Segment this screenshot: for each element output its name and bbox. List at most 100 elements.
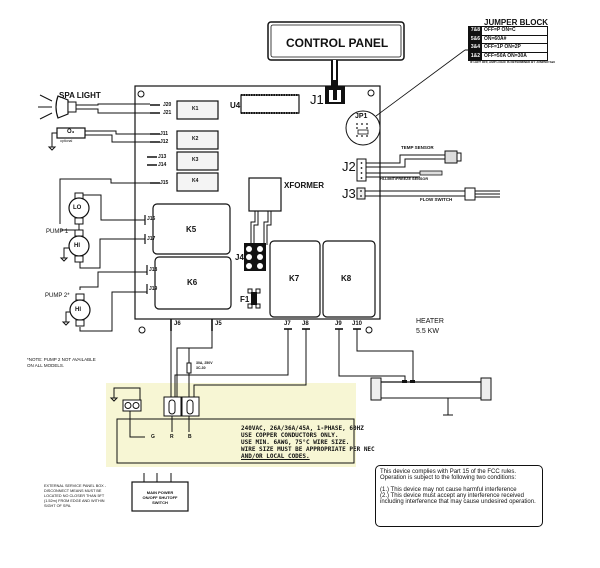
relay-k3 (176, 151, 219, 171)
k5-label: K5 (186, 225, 197, 234)
k8-label: K8 (341, 274, 352, 283)
j14-label: J14 (158, 162, 167, 168)
hilimit-sensor (419, 170, 443, 176)
k4-label: K4 (192, 178, 199, 184)
relay-k8 (322, 240, 376, 318)
temp-sensor-label: TEMP SENSOR (401, 145, 434, 150)
j13-label: J13 (158, 154, 167, 160)
spa-light (38, 94, 77, 120)
j2-connector (356, 158, 367, 182)
flow-switch-label: FLOW SWITCH (420, 197, 453, 202)
note-line: SIGHT OF SPA. (44, 504, 72, 508)
note-line: DISCONNECT MEANS MUST BE (44, 489, 102, 493)
xformer-box (248, 177, 282, 212)
wiring-spec: 240VAC, 26A/36A/45A, 1-PHASE, 60HZ USE C… (241, 425, 375, 460)
flow-switch (464, 187, 476, 201)
spec-line: WIRE SIZE MUST BE APPROPRIATE PER NEC (241, 446, 375, 453)
hilimit-sensor-label: HI-LIMIT/FREEZE SENSOR (380, 177, 429, 181)
jumper-pins: 3&4 (469, 44, 482, 52)
ozone-label: O₃ (67, 129, 75, 135)
j10-label: J10 (352, 321, 363, 327)
fuse-f1 (247, 288, 261, 309)
j20-label: J20 (163, 102, 172, 108)
fuse-30a (186, 362, 192, 374)
note-line: (1.52m) FROM EDGE AND WITHIN (44, 499, 105, 503)
pump2-note-line1: *NOTE: PUMP 2 NOT AVAILABLE (27, 357, 96, 362)
jumper-block-title: JUMPER BLOCK (484, 18, 549, 27)
jumper-setting: OFF=1P ON=2P (484, 44, 521, 50)
jumper-pins: 5&6 (469, 35, 482, 43)
j3-label: J3 (342, 186, 356, 201)
spec-line: AND/OR LOCAL CODES. (241, 453, 310, 460)
j11-label: J11 (160, 131, 169, 137)
pump2-note-line2: ON ALL MODELS. (27, 363, 65, 368)
jumper-setting: OFF=P ON=C (484, 27, 516, 33)
jumper-pins: 7&8 (469, 27, 482, 35)
terminal-g-label: G (151, 434, 155, 440)
terminal-b-label: B (188, 434, 192, 440)
fuse-rating-1: 30A, 250V (196, 361, 213, 365)
j2-label: J2 (342, 159, 356, 174)
fcc-notice: This device complies with Part 15 of the… (375, 465, 543, 527)
ground-terminal (122, 399, 142, 412)
u4-label: U4 (230, 101, 241, 110)
j7-label: J7 (284, 321, 291, 327)
j17-label: J17 (147, 236, 156, 242)
fcc-condition-1: (1.) This device may not cause harmful i… (380, 486, 517, 493)
switch-line: SWITCH (152, 500, 168, 505)
j19-label: J19 (149, 286, 158, 292)
service-panel-note: EXTERNAL SERVICE PANEL BOX - DISCONNECT … (44, 484, 106, 509)
k3-label: K3 (192, 157, 199, 163)
k1-label: K1 (192, 106, 199, 112)
terminal-r-label: R (170, 434, 174, 440)
fcc-condition-2: (2.) This device must accept any interfe… (380, 492, 536, 506)
pump2-hi-motor (69, 293, 91, 327)
k2-label: K2 (192, 136, 199, 142)
spa-light-label: SPA LIGHT (59, 91, 101, 100)
j6-label: J6 (174, 321, 181, 327)
relay-k4 (176, 172, 219, 192)
mains-highlight (106, 383, 356, 467)
jumper-footnote: IF LEFT OFF, AMP LOGIC IS DETERMINED BY … (470, 60, 555, 64)
k7-label: K7 (289, 274, 300, 283)
note-line: LOCATED NO CLOSER THAN 5FT (44, 494, 105, 498)
control-panel-label: CONTROL PANEL (286, 36, 389, 50)
j21-label: J21 (163, 110, 172, 116)
j15-label: J15 (160, 180, 169, 186)
heater-power: 5.5 KW (416, 328, 439, 335)
relay-k6 (154, 256, 232, 310)
heater (370, 377, 492, 416)
pump1-hi-motor (68, 229, 90, 263)
ozone-note: optional (60, 139, 73, 143)
switch-line: MAIN POWER (146, 490, 174, 495)
fuse-rating-2: 3C-30 (196, 366, 206, 370)
j5-label: J5 (215, 321, 222, 327)
relay-k7 (269, 240, 321, 318)
main-board (134, 85, 381, 320)
pump2-label: PUMP 2* (45, 293, 70, 299)
j1-label: J1 (310, 92, 324, 107)
pump1-hi-label: HI (74, 243, 80, 249)
j12-label: J12 (160, 139, 169, 145)
jumper-setting: ON=60A# (484, 35, 507, 42)
spec-line: USE COPPER CONDUCTORS ONLY. (241, 432, 339, 439)
jp1-jumper (345, 110, 381, 146)
fcc-intro: This device complies with Part 15 of the… (380, 469, 517, 482)
heater-label: HEATER (416, 318, 444, 325)
main-power-switch-label: MAIN POWER ON/OFF SHUTOFF SWITCH (132, 490, 188, 505)
pump1-lo-motor (68, 192, 90, 225)
relay-k5 (152, 203, 231, 255)
jumper-setting: OFF=50A ON=30A (484, 52, 527, 59)
j3-connector (356, 187, 366, 200)
j16-label: J16 (147, 216, 156, 222)
temp-sensor (444, 150, 458, 164)
pump2-hi-label: HI (75, 307, 81, 313)
j9-label: J9 (335, 321, 342, 327)
pump1-lo-label: LO (73, 205, 82, 211)
j18-label: J18 (149, 267, 158, 273)
relay-k1 (176, 100, 219, 120)
